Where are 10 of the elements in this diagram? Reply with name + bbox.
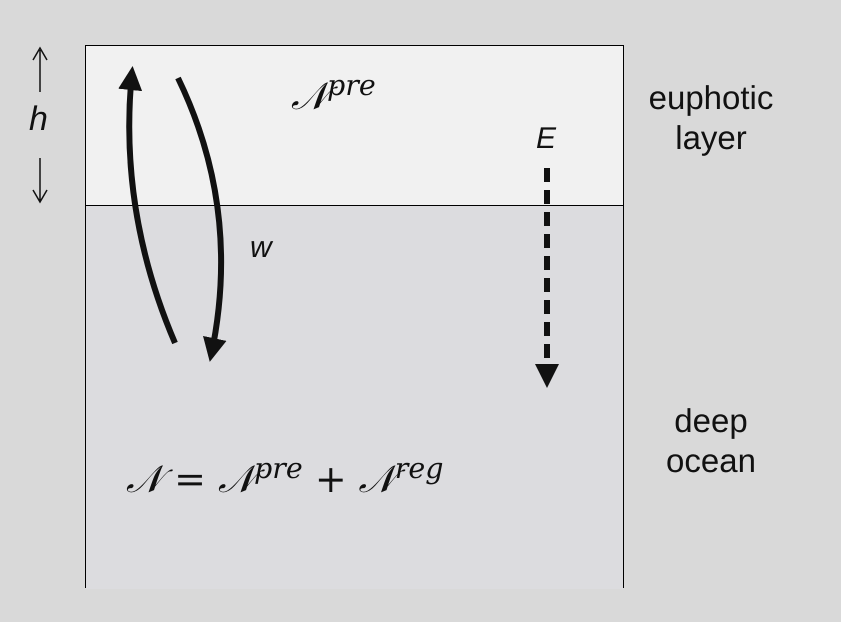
formula: 𝒩 = 𝒩$^{pre}$ + 𝒩$^{reg}$ <box>126 451 444 503</box>
arrow <box>535 168 559 388</box>
arrow <box>175 76 226 362</box>
dimension-label: h <box>29 102 48 136</box>
layer-label: deep ocean <box>665 401 757 481</box>
edge-label: w <box>250 233 272 263</box>
formula: 𝒩$^{pre}$ <box>291 68 376 120</box>
layer-label: euphotic layer <box>648 78 774 158</box>
arrow <box>118 66 178 344</box>
edge-label: E <box>536 124 556 154</box>
